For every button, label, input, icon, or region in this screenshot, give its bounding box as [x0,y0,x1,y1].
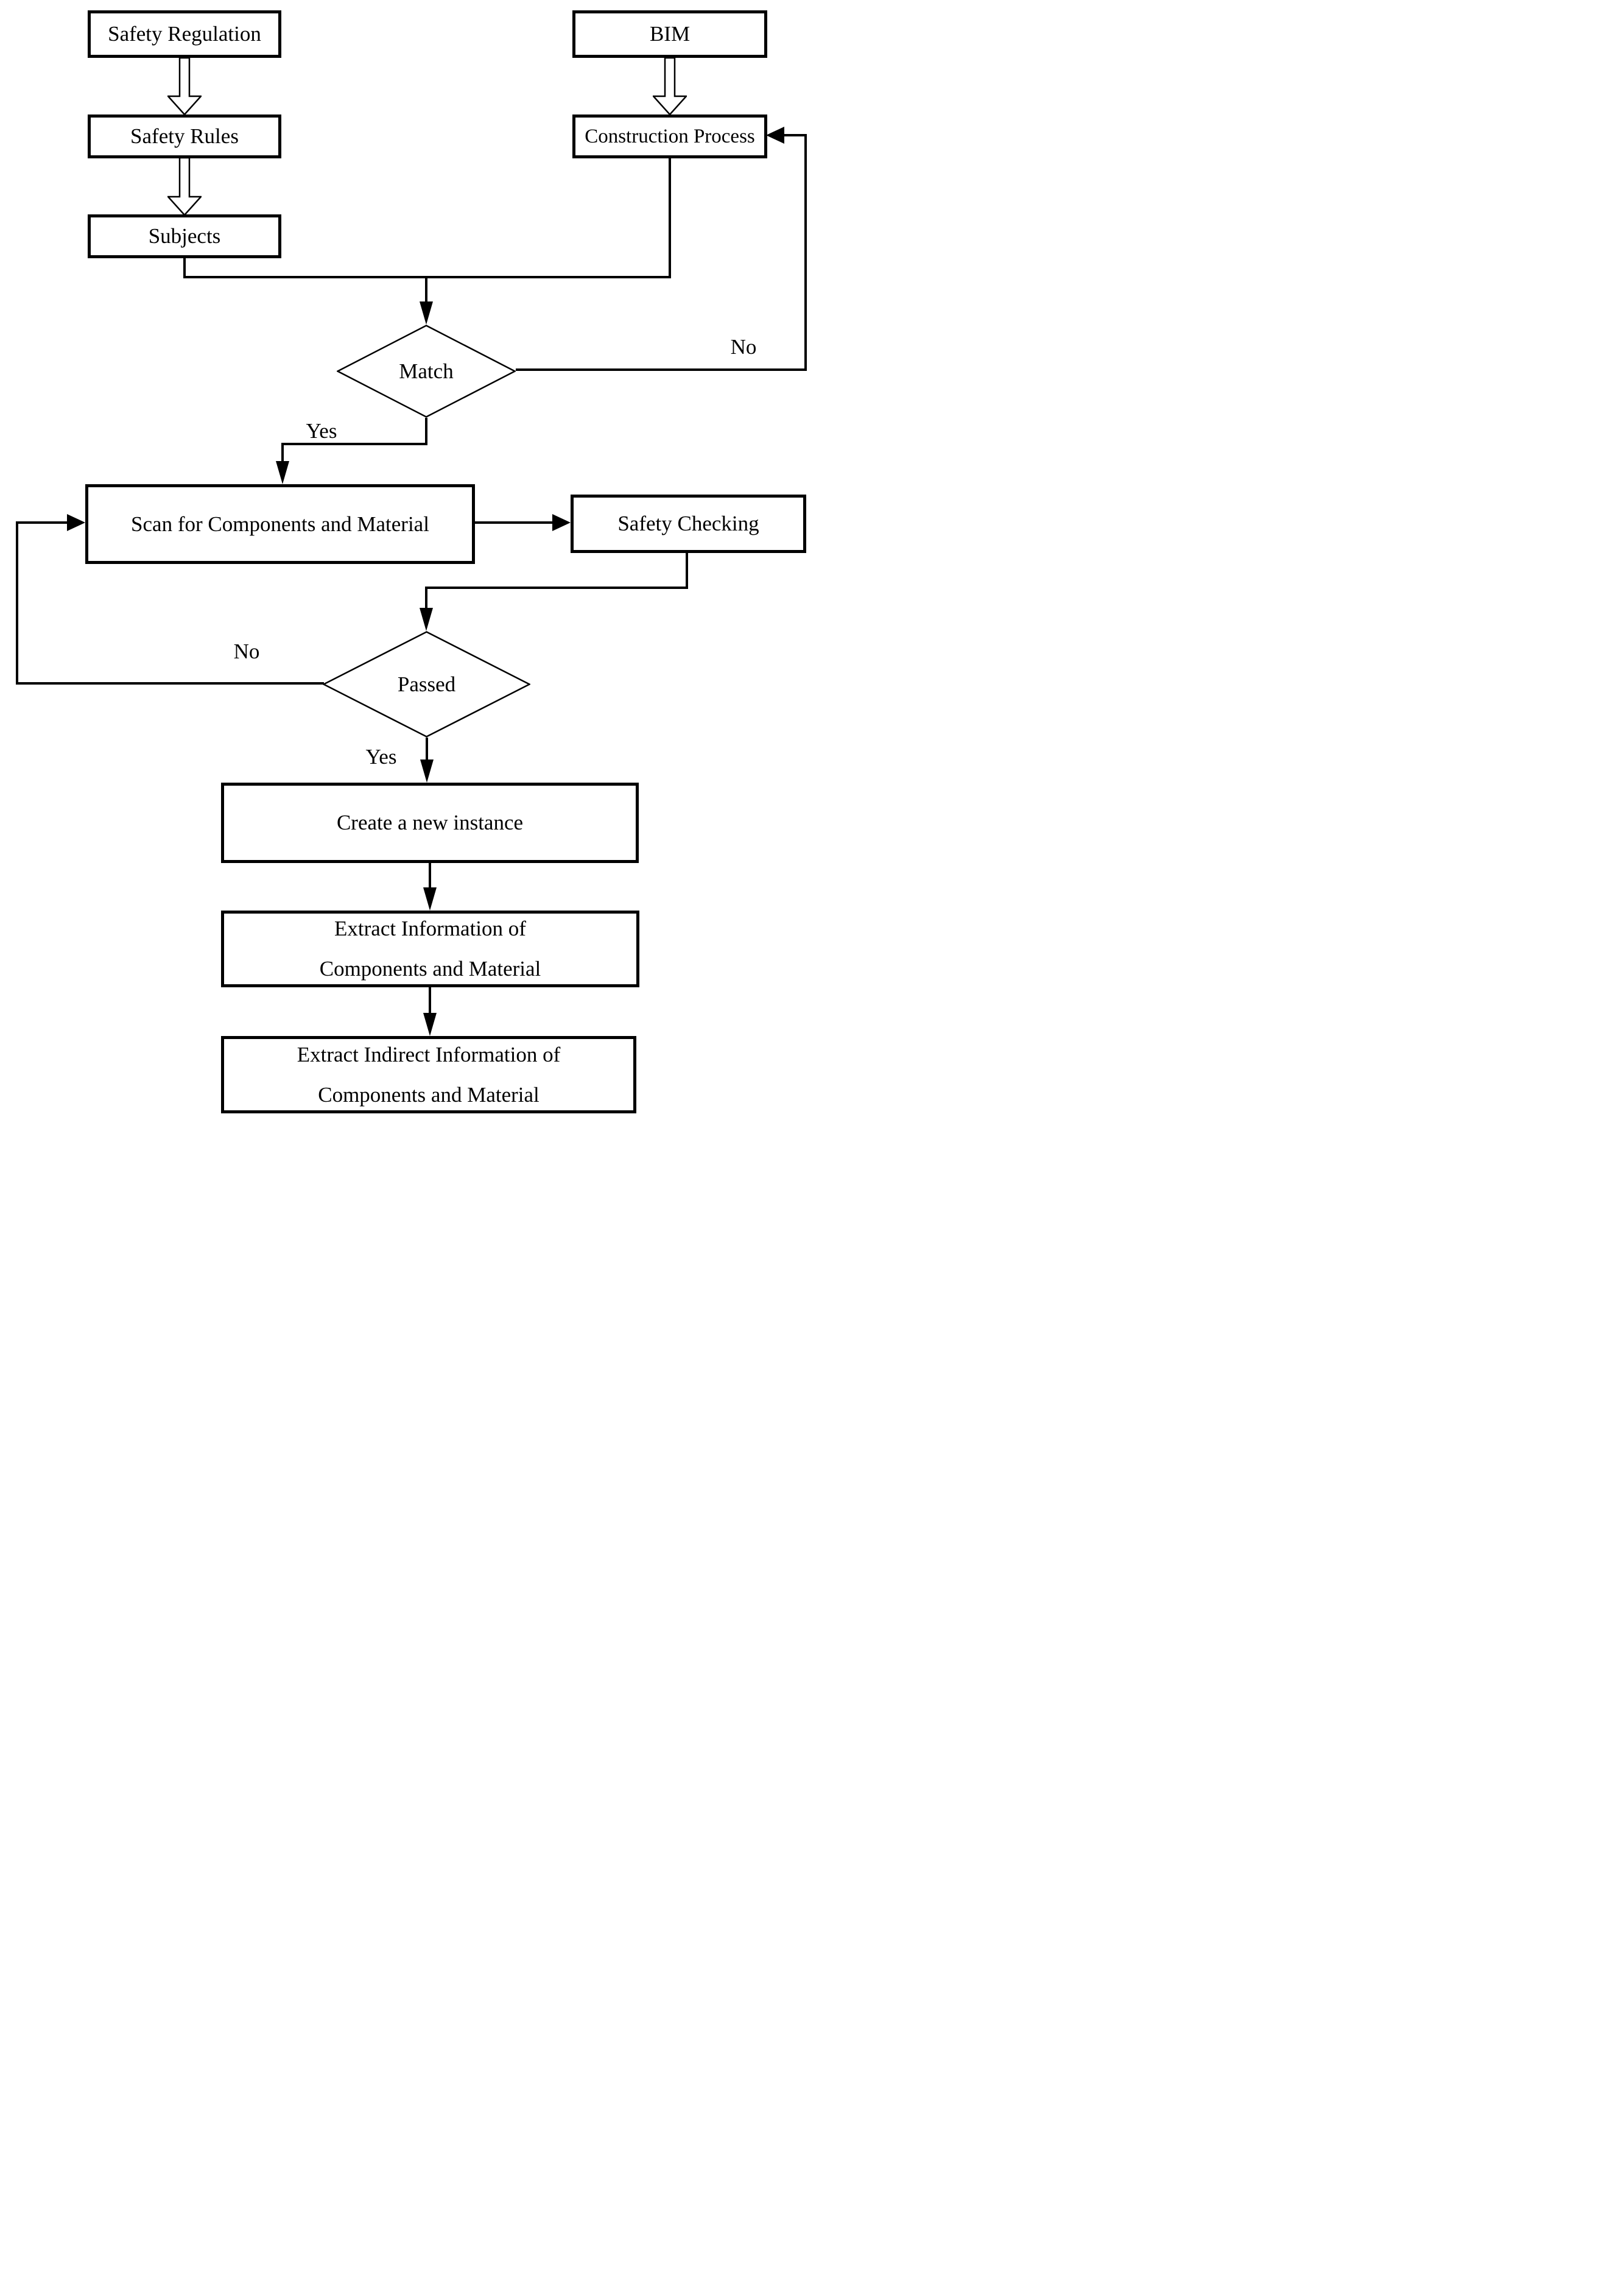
branch-label-passed-no: No [233,640,260,663]
node-create-instance-label: Create a new instance [336,811,524,834]
node-safety-regulation-label: Safety Regulation [108,22,261,46]
solid-down-arrowhead-icon [420,759,434,783]
decision-passed-label: Passed [397,672,456,696]
node-extract-indirect-information-line1: Extract Indirect Information of [297,1042,561,1066]
node-bim: BIM [572,10,767,58]
solid-down-arrowhead-icon [423,1013,437,1036]
node-extract-information-line1: Extract Information of [334,917,526,940]
node-safety-checking: Safety Checking [571,495,806,553]
hollow-down-arrow-icon [166,157,203,216]
branch-label-match-yes: Yes [306,419,337,443]
node-extract-indirect-information: Extract Indirect Information of Componen… [221,1036,636,1113]
connector-match-no-top [784,134,807,136]
connector-passed-no-top [16,521,68,524]
node-subjects-label: Subjects [148,224,221,248]
node-safety-rules: Safety Rules [88,115,281,158]
connector-create-drop [429,863,431,890]
node-scan-components: Scan for Components and Material [85,484,475,564]
node-extract-information: Extract Information of Components and Ma… [221,911,639,987]
solid-down-arrowhead-icon [423,887,437,911]
connector-passed-yes-drop [426,738,428,762]
node-construction-process: Construction Process [572,115,767,158]
connector-match-yes-drop [425,418,427,445]
node-construction-process-label: Construction Process [585,125,755,147]
node-extract-information-line2: Components and Material [319,957,541,981]
solid-down-arrowhead-icon [420,301,433,325]
node-subjects: Subjects [88,214,281,258]
branch-label-passed-yes: Yes [365,745,397,769]
decision-match-label: Match [399,359,454,383]
connector-match-yes-vertical [281,443,284,463]
node-safety-regulation: Safety Regulation [88,10,281,58]
decision-match: Match [337,325,516,418]
solid-down-arrowhead-icon [420,608,433,631]
node-create-instance: Create a new instance [221,783,639,863]
solid-down-arrowhead-icon [276,461,289,484]
node-safety-checking-label: Safety Checking [617,512,759,535]
connector-checking-horizontal [425,587,688,589]
decision-passed: Passed [323,631,530,738]
flowchart-canvas: Safety Regulation Safety Rules Subjects … [0,0,812,1136]
connector-scan-to-checking [475,521,555,524]
connector-match-yes-horizontal [281,443,427,445]
node-bim-label: BIM [649,22,691,46]
hollow-down-arrow-icon [652,57,688,116]
connector-passed-drop [425,587,427,610]
node-safety-rules-label: Safety Rules [130,124,239,148]
connector-merge-horizontal [183,276,671,278]
connector-checking-drop [686,553,688,589]
node-scan-components-label: Scan for Components and Material [131,512,429,536]
connector-passed-no-vertical [16,521,18,685]
branch-label-match-no: No [730,335,757,359]
connector-extract-drop [429,987,431,1015]
connector-match-drop [425,278,427,303]
solid-right-arrowhead-icon [67,514,85,531]
solid-left-arrowhead-icon [766,127,784,144]
connector-match-no-horizontal [516,368,807,371]
solid-right-arrowhead-icon [552,514,571,531]
hollow-down-arrow-icon [166,57,203,116]
connector-passed-no-horizontal [16,682,324,685]
connector-match-no-vertical [804,135,807,371]
connector-construction-drop [669,158,671,278]
node-extract-indirect-information-line2: Components and Material [318,1082,540,1107]
connector-subjects-drop [183,258,186,278]
